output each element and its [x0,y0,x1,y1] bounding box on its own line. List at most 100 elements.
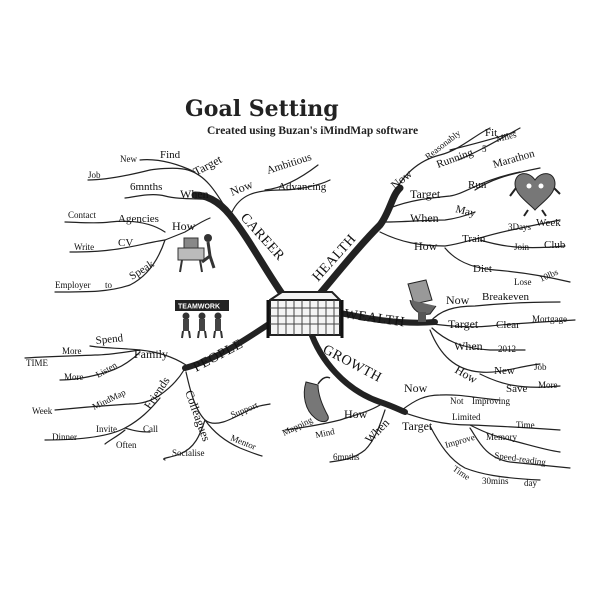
career-subtree [54,159,331,293]
people-subtree [24,345,271,461]
career-now-label: Now [228,177,255,199]
goal-net-icon [266,291,344,338]
health-lbs-label: 10lbs [538,267,560,284]
wealth-subtree [429,301,576,388]
teamwork-figures-icon: TEAMWORK [175,300,229,339]
health-branch-line [314,184,404,300]
wealth-clear-label: Clear [496,319,520,331]
career-contact-label: Contact [68,210,96,220]
growth-now-label: Now [404,381,428,395]
people-mindmap-label: MindMap [90,387,127,412]
wealth-how-label: How [453,362,480,386]
desk-worker-icon [177,234,216,273]
health-diet-label: Diet [473,263,492,275]
career-speak-label: Speak [127,258,157,283]
health-lose-label: Lose [514,277,532,287]
people-often-label: Often [116,440,137,450]
health-run-label: Run [468,179,487,191]
wealth-mortgage-label: Mortgage [532,314,567,324]
growth-not-label: Not [450,396,464,406]
branch-label-wealth: WEALTH [343,307,405,330]
health-marathon-label: Marathon [492,147,537,170]
growth-improve-label: Improve [444,432,476,450]
health-join-label: Join [514,242,530,252]
growth-time-label: Time [516,420,535,430]
career-employer-label: Employer [55,280,91,290]
career-agencies-label: Agencies [118,213,159,225]
page-title: Goal Setting [185,96,339,122]
career-to-label: to [105,280,113,290]
people-family-label: Family [134,347,168,361]
people-time-caps-label: TIME [26,358,48,368]
health-club-label: Club [544,239,566,251]
people-more2-label: More [64,372,84,382]
career-new-label: New [120,154,137,164]
people-dinner-label: Dinner [52,432,77,442]
health-fit-label: Fit [485,127,497,139]
people-branch-line [182,319,275,371]
career-write-label: Write [74,242,94,252]
growth-improving-label: Improving [472,396,510,406]
teamwork-sign-text: TEAMWORK [178,304,220,311]
growth-speed-reading-label: Speed-reading [494,450,547,467]
people-spend-label: Spend [95,332,124,347]
people-friends-label: Friends [141,374,173,412]
career-months-label: 6mnths [130,181,162,193]
health-five-label: 5 [482,144,487,154]
money-hand-icon [407,279,437,322]
career-how-label: How [172,219,196,233]
wealth-save-label: Save [506,383,528,395]
career-target-label: Target [191,152,225,179]
health-miles-label: Miles [495,129,518,144]
people-invite-label: Invite [96,424,117,434]
branch-label-people: PEOPLE [191,337,246,376]
career-branch-line [191,191,289,302]
health-train-label: Train [462,233,486,245]
growth-branch-line [307,327,408,415]
growth-target-label: Target [402,419,433,433]
growth-subtree [284,394,571,481]
people-listen-label: Listen [94,360,119,380]
wealth-more-label: More [538,380,558,390]
wealth-when-label: When [454,339,483,353]
growth-memory-label: Memory [486,432,517,442]
wealth-year-label: 2012 [498,344,516,354]
health-when-label: When [410,211,439,225]
growth-limited-label: Limited [452,412,481,422]
health-how-label: How [414,239,438,253]
career-advancing-label: Advancing [278,181,327,193]
growth-mind-label: Mind [314,426,336,440]
wealth-job-label: Job [534,362,547,372]
people-call-label: Call [143,424,158,434]
growth-time2-label: Time [451,463,472,482]
career-job-label: Job [88,170,101,180]
growth-day-label: day [524,478,537,488]
wealth-target-label: Target [448,317,479,331]
people-support-label: Support [229,400,260,420]
career-cv-label: CV [118,237,133,249]
people-more-label: More [62,346,82,356]
growth-how-label: How [344,407,368,421]
people-socialise-label: Socialise [172,448,205,458]
wealth-branch-line [332,309,438,326]
heart-mascot-icon [509,173,561,217]
health-target-label: Target [410,187,441,201]
sprout-icon [303,376,331,423]
wealth-breakeven-label: Breakeven [482,291,530,303]
growth-thirty-label: 30mins [482,476,509,486]
page-subtitle: Created using Buzan's iMindMap software [207,125,418,137]
people-colleagues-label: Colleagues [182,388,214,443]
career-find-label: Find [160,149,181,161]
career-when-label: When [180,187,209,201]
people-week-label: Week [32,406,53,416]
health-subtree [379,127,571,283]
wealth-now-label: Now [446,293,470,307]
main-branches [182,184,438,415]
health-three-days-label: 3Days [508,222,531,232]
wealth-new-label: New [494,365,515,377]
health-week-label: Week [536,217,561,229]
growth-months-label: 6mnths [333,452,360,462]
health-may-label: May [454,203,477,220]
